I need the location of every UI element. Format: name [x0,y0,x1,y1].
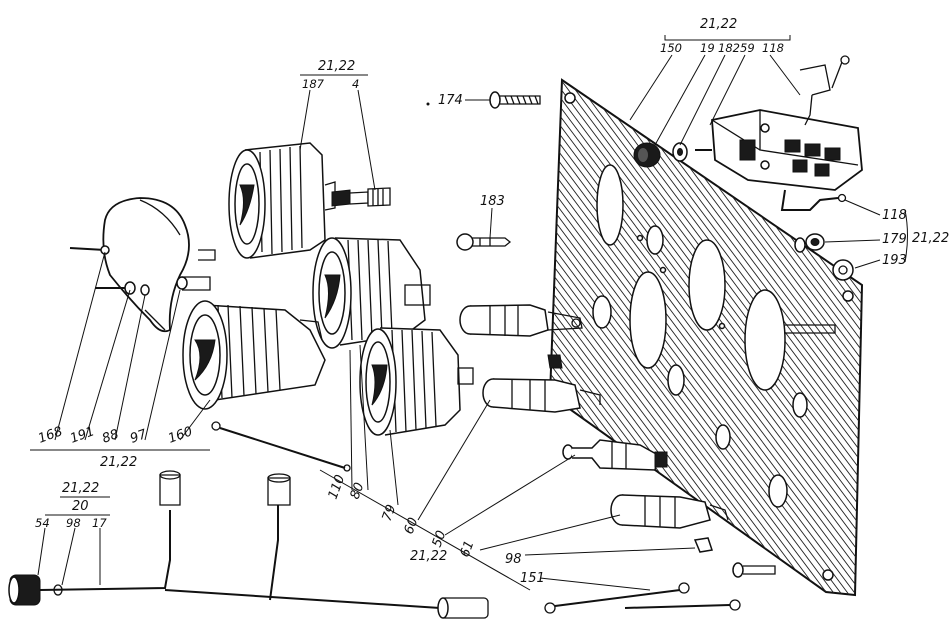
screw-168-upper [69,245,110,255]
label-179: 179 [882,232,907,247]
label-59: 59 [740,41,755,55]
label-2122-left: 21,22 [100,455,137,470]
label-60: 60 [402,516,422,537]
long-screw-plate [785,324,836,334]
label-187: 187 [302,77,325,91]
clip-98 [693,537,713,553]
spacer-97 [176,276,211,291]
label-2122-mid: 21,22 [410,549,447,564]
label-150: 150 [660,41,682,55]
gauge-187 [228,142,336,259]
label-110: 110 [326,473,349,501]
label-193: 193 [882,253,907,268]
gauge-80 [312,237,431,349]
label-160: 160 [166,424,194,447]
label-2122-harness: 21,22 [62,481,99,496]
wire-151 [544,582,741,614]
nut-179 [805,233,825,251]
gauge-160 [182,300,326,410]
stud-top-cover [198,249,216,261]
sensor-4 [331,187,391,207]
wiring-harness [8,470,489,619]
label-118-top: 118 [762,41,784,55]
nut-193 [832,259,854,281]
label-98-mid: 98 [505,552,522,567]
label-2122-gauge: 21,22 [318,59,355,74]
screw-lower-right [732,562,776,578]
wire-110 [211,421,351,472]
gauge-79 [359,327,474,436]
label-4: 4 [352,77,359,91]
label-174: 174 [438,93,463,108]
switch-61 [610,494,729,529]
leader-lines [30,35,908,591]
label-182: 182 [718,41,740,55]
label-17: 17 [92,516,107,530]
washer-179 [794,237,806,253]
washer-182 [672,142,688,162]
relay-block [711,55,863,211]
lamp-holder-upper [459,304,583,337]
label-20: 20 [72,499,89,514]
screw-174 [489,91,541,109]
label-98-left: 98 [66,516,81,530]
bulb-183 [456,233,512,251]
label-80: 80 [348,481,368,502]
label-168: 168 [36,424,64,447]
label-54: 54 [35,516,50,530]
label-88: 88 [100,427,121,447]
socket-60 [482,378,601,413]
label-19: 19 [700,41,715,55]
label-79: 79 [380,503,400,524]
label-61: 61 [458,539,478,560]
label-97: 97 [128,427,149,447]
label-50: 50 [430,529,450,550]
cover-88 [102,197,190,333]
label-118-right: 118 [882,208,907,223]
label-2122-top: 21,22 [700,17,737,32]
label-151: 151 [520,571,545,586]
label-2122-right: 21,22 [912,231,949,246]
callout-labels: 21,22 150 19 182 59 118 21,22 187 4 174 … [35,17,949,586]
clip-small [547,354,563,369]
label-183: 183 [480,194,505,209]
label-191: 191 [68,424,96,447]
plate-cutouts [564,92,854,581]
switch-50 [562,439,668,471]
grommet-19 [633,142,661,168]
